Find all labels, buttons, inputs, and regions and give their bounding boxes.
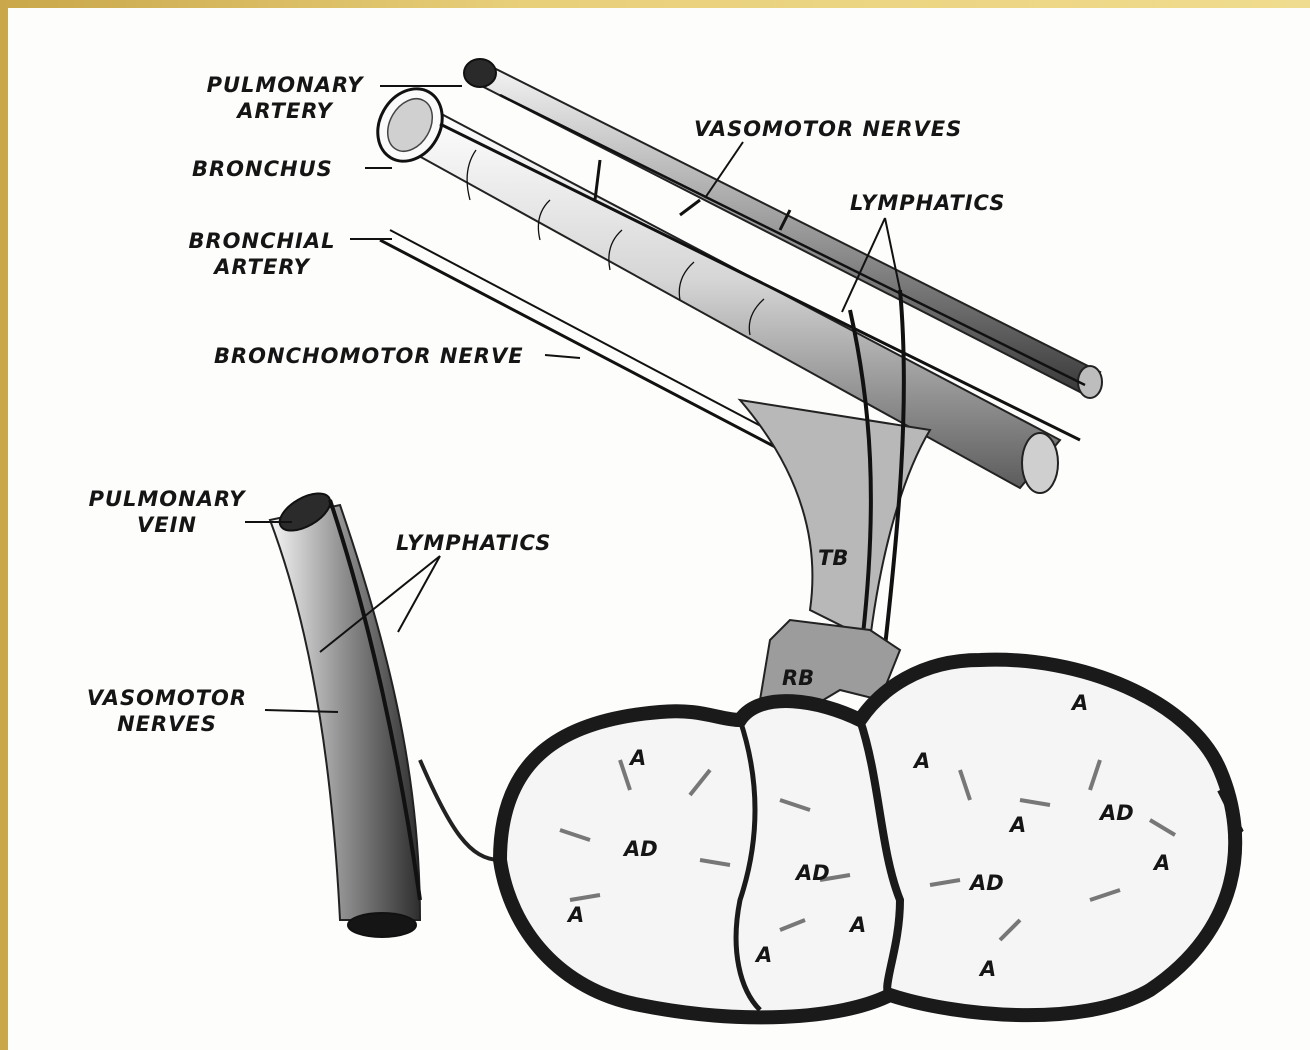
label-bronchial-artery: BRONCHIAL ARTERY [172, 228, 352, 280]
label-alveolus: A [1010, 812, 1026, 838]
label-vasomotor-nerves-top: VASOMOTOR NERVES [694, 116, 962, 142]
label-alveolus: A [1154, 850, 1170, 876]
label-pulmonary-vein-line2: VEIN [72, 512, 262, 538]
label-pulmonary-artery-line2: ARTERY [190, 98, 380, 124]
label-alveolar-duct: AD [970, 870, 1004, 896]
label-bronchus: BRONCHUS [192, 156, 333, 182]
label-pulmonary-artery: PULMONARY ARTERY [190, 72, 380, 124]
label-vasomotor-nerves-left-line2: NERVES [72, 711, 262, 737]
label-alveolus: A [568, 902, 584, 928]
label-bronchomotor-nerve: BRONCHOMOTOR NERVE [214, 343, 524, 369]
label-vasomotor-nerves-left-line1: VASOMOTOR [72, 685, 262, 711]
label-alveolus: A [630, 745, 646, 771]
label-alveolus: A [850, 912, 866, 938]
label-bronchial-artery-line2: ARTERY [172, 254, 352, 280]
label-alveolus: A [756, 942, 772, 968]
label-alveolus: A [1072, 690, 1088, 716]
alveolar-sacs [500, 660, 1240, 1018]
label-alveolar-duct: AD [624, 836, 658, 862]
label-rb: RB [782, 665, 814, 691]
label-vasomotor-nerves-left: VASOMOTOR NERVES [72, 685, 262, 737]
label-alveolar-duct: AD [796, 860, 830, 886]
label-pulmonary-vein-line1: PULMONARY [72, 486, 262, 512]
label-bronchial-artery-line1: BRONCHIAL [172, 228, 352, 254]
label-alveolar-duct: AD [1100, 800, 1134, 826]
label-pulmonary-artery-line1: PULMONARY [190, 72, 380, 98]
label-alveolus: A [980, 956, 996, 982]
label-pulmonary-vein: PULMONARY VEIN [72, 486, 262, 538]
label-alveolus: A [914, 748, 930, 774]
label-lymphatics-top: LYMPHATICS [850, 190, 1005, 216]
label-tb: TB [818, 545, 848, 571]
label-lymphatics-left: LYMPHATICS [396, 530, 551, 556]
